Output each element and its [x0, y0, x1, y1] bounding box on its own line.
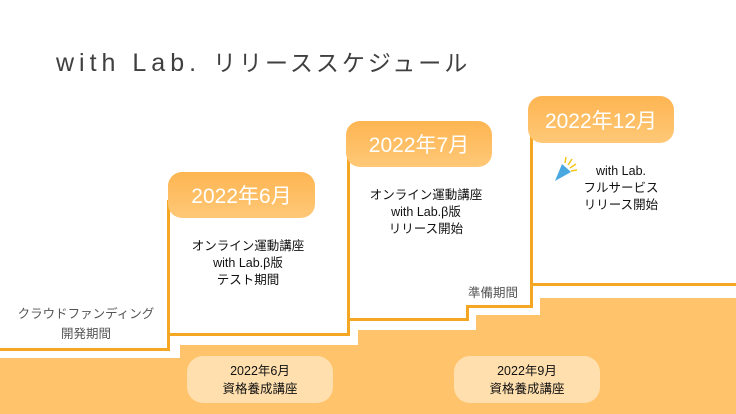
desc-line: フルサービス: [583, 181, 659, 195]
step-line: [530, 120, 533, 308]
step-line: [167, 200, 170, 351]
step-line: [466, 305, 469, 321]
milestone-description: with Lab. フルサービス リリース開始: [551, 163, 691, 214]
page-title: with Lab. リリーススケジュール: [56, 44, 470, 78]
step-line: [466, 305, 533, 308]
stair-fill: [358, 330, 736, 350]
step-line: [530, 283, 736, 286]
course-label: 資格養成講座: [222, 381, 298, 396]
milestone-date-badge: 2022年6月: [168, 172, 315, 218]
desc-line: オンライン運動講座: [369, 188, 483, 202]
milestone-date-badge: 2022年7月: [346, 121, 492, 167]
stair-fill: [476, 315, 736, 335]
stair-fill: [0, 358, 736, 414]
course-pill: 2022年9月 資格養成講座: [454, 356, 600, 403]
step-line: [0, 348, 170, 351]
step-line: [347, 150, 350, 336]
desc-line: リリース開始: [388, 222, 464, 236]
step-line: [347, 318, 469, 321]
course-pill: 2022年6月 資格養成講座: [187, 356, 333, 403]
course-date: 2022年6月: [230, 363, 290, 378]
phase-line: クラウドファンディング: [17, 307, 155, 321]
milestone-date-badge: 2022年12月: [528, 96, 674, 143]
desc-line: with Lab.β版: [213, 256, 283, 270]
milestone-description: オンライン運動講座 with Lab.β版 テスト期間: [178, 238, 318, 289]
desc-line: with Lab.β版: [391, 205, 461, 219]
title-rest: リリーススケジュール: [213, 50, 471, 76]
stair-fill: [540, 298, 736, 318]
desc-line: テスト期間: [216, 273, 280, 287]
title-brand: with Lab.: [56, 49, 202, 77]
step-line: [167, 333, 350, 336]
phase-line: 開発期間: [60, 327, 111, 341]
prep-phase: 準備期間: [467, 286, 518, 300]
desc-line: with Lab.: [595, 164, 647, 178]
desc-line: リリース開始: [583, 198, 659, 212]
party-popper-icon: [555, 156, 578, 181]
milestone-description: オンライン運動講座 with Lab.β版 リリース開始: [356, 187, 496, 238]
course-label: 資格養成講座: [489, 381, 565, 396]
crowdfunding-phase: クラウドファンディング 開発期間: [0, 304, 172, 344]
desc-line: オンライン運動講座: [191, 239, 305, 253]
course-date: 2022年9月: [497, 363, 557, 378]
